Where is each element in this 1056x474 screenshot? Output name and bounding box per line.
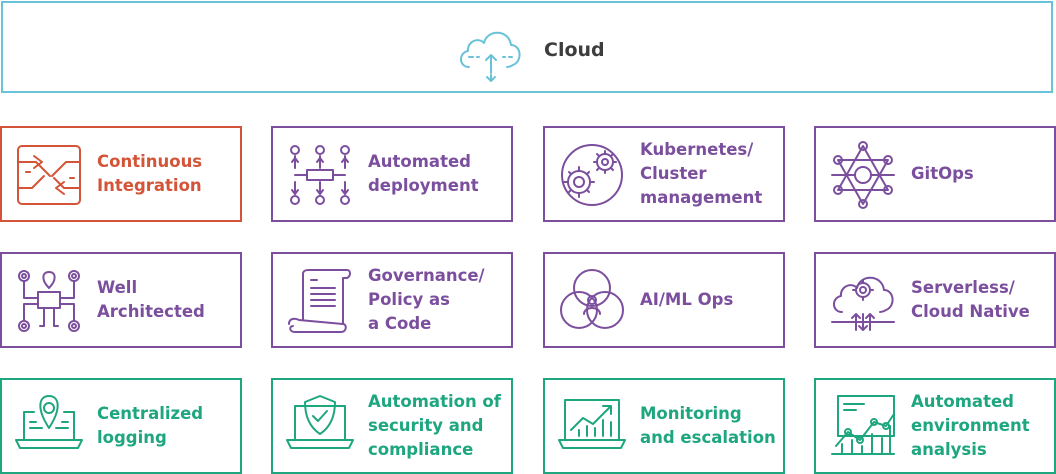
card-label: Centralized logging: [97, 404, 204, 447]
card-label: Automation of security and compliance: [368, 392, 501, 459]
card-centralized-logging: Centralized logging: [0, 378, 242, 474]
card-label: Well Architected: [97, 278, 205, 321]
cloud-label: Cloud: [544, 39, 605, 61]
card-label: Continuous Integration: [97, 152, 203, 195]
card-label: Automated deployment: [368, 152, 479, 195]
cloud-box: Cloud: [1, 1, 1053, 93]
architecture-map-icon: [18, 270, 80, 332]
card-label: Governance/ Policy as a Code: [368, 266, 485, 333]
gears-icon: [561, 144, 623, 206]
card-label: Automated environment analysis: [911, 392, 1030, 459]
card-label: Monitoring and escalation: [640, 404, 776, 447]
card-well-architected: Well Architected: [0, 252, 242, 348]
card-gitops: GitOps: [814, 126, 1056, 222]
card-label: AI/ML Ops: [640, 290, 734, 309]
deployment-flow-icon: [290, 145, 350, 205]
network-star-icon: [831, 141, 895, 209]
card-governance-policy: Governance/ Policy as a Code: [271, 252, 513, 348]
card-automation-security: Automation of security and compliance: [271, 378, 513, 474]
card-label: GitOps: [911, 164, 974, 183]
card-automated-deployment: Automated deployment: [271, 126, 513, 222]
card-serverless-cloud-native: Serverless/ Cloud Native: [814, 252, 1056, 348]
cloud-gear-icon: [831, 276, 895, 331]
continuous-integration-icon: [17, 145, 81, 205]
card-label: Serverless/ Cloud Native: [911, 278, 1030, 321]
cloud-sync-icon: [460, 31, 521, 82]
card-ai-ml-ops: AI/ML Ops: [543, 252, 785, 348]
card-continuous-integration: Continuous Integration: [0, 126, 242, 222]
venn-person-icon: [560, 269, 624, 329]
card-label: Kubernetes/ Cluster management: [640, 140, 763, 207]
laptop-location-icon: [15, 395, 83, 449]
card-environment-analysis: Automated environment analysis: [814, 378, 1056, 474]
line-chart-icon: [831, 395, 895, 455]
scroll-document-icon: [288, 269, 351, 333]
laptop-chart-icon: [558, 399, 626, 449]
card-monitoring-escalation: Monitoring and escalation: [543, 378, 785, 474]
card-kubernetes-cluster: Kubernetes/ Cluster management: [543, 126, 785, 222]
laptop-shield-icon: [286, 395, 354, 449]
